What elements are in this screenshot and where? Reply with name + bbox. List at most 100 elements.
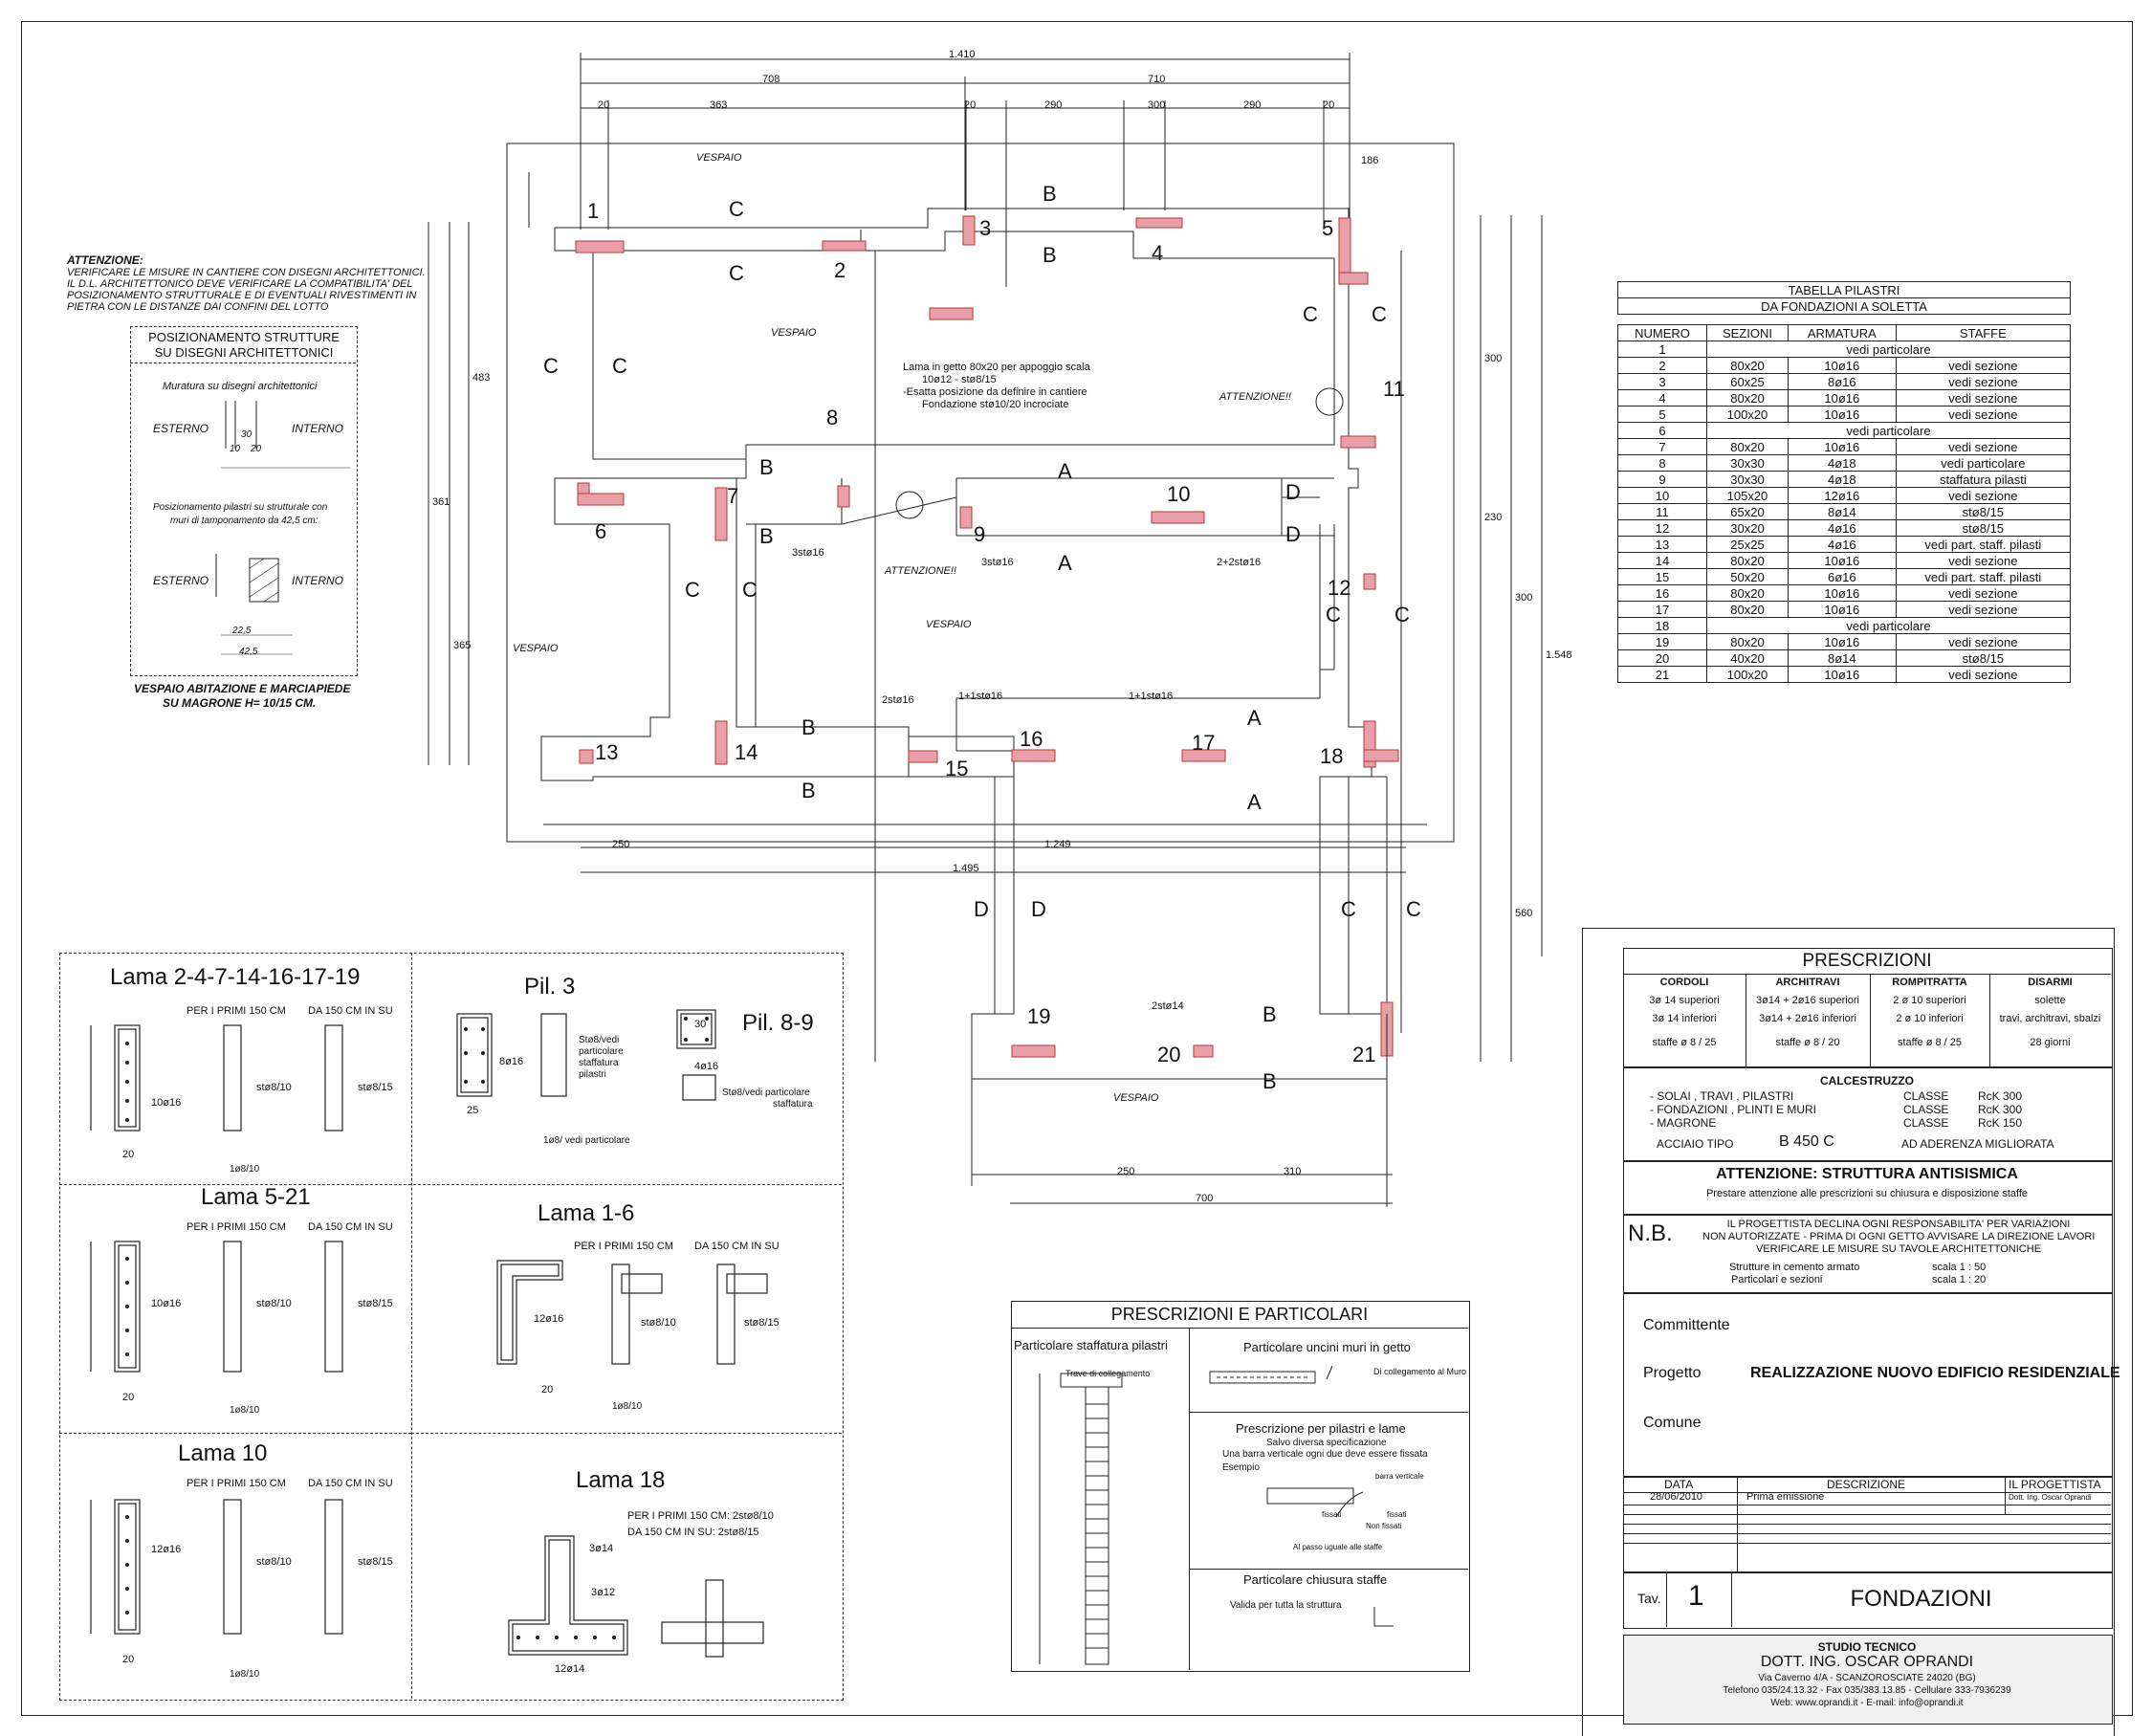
table-cell: vedi sezione xyxy=(1895,552,2072,569)
particulars-divider xyxy=(1189,1412,1468,1413)
prescrizioni-col-line: 2 ø 10 inferiori xyxy=(1896,1013,1964,1024)
antisismica-title: ATTENZIONE: STRUTTURA ANTISISMICA xyxy=(1716,1166,2018,1182)
pillar-number: 11 xyxy=(1383,377,1405,401)
cls-cell: RcK 300 xyxy=(1978,1089,2023,1103)
particular-note: Valida per tutta la struttura xyxy=(1230,1600,1342,1611)
vespaio-label: VESPAIO xyxy=(771,327,817,339)
pillar-number: 16 xyxy=(1020,727,1043,751)
table-cell: 80x20 xyxy=(1705,601,1789,618)
warning-line: PIETRA CON LE DISTANZE DAI CONFINI DEL L… xyxy=(67,301,329,313)
descr-value: Prima emissione xyxy=(1746,1491,1825,1503)
table-cell: 8ø14 xyxy=(1787,503,1897,520)
pillar-number: 1 xyxy=(587,199,600,223)
table-cell: 15 xyxy=(1617,568,1707,585)
pillar-number: 18 xyxy=(1320,744,1344,768)
sheet-border xyxy=(21,21,2133,1716)
esterno-label-2: ESTERNO xyxy=(153,574,209,587)
table-cell: vedi sezione xyxy=(1895,389,2072,407)
particular-note: Salvo diversa specificazione xyxy=(1266,1438,1387,1448)
table-cell: vedi sezione xyxy=(1895,487,2072,504)
table-cell: 10ø16 xyxy=(1787,357,1897,374)
dim-right: 300 xyxy=(1484,353,1503,364)
section-letter: C xyxy=(742,578,758,602)
dim-left: 361 xyxy=(432,496,450,508)
pillar-number: 10 xyxy=(1167,482,1191,506)
particular-note: Al passo uguale alle staffe xyxy=(1293,1543,1383,1551)
table-cell: vedi part. staff. pilasti xyxy=(1895,568,2072,585)
cls-cell: CLASSE xyxy=(1903,1089,1949,1103)
lama-note: 10ø12 - stø8/15 xyxy=(922,374,997,385)
pillar-number: 19 xyxy=(1027,1004,1051,1028)
table-cell: 65x20 xyxy=(1705,503,1789,520)
prog-value: Dott. Ing. Oscar Oprandi xyxy=(2009,1493,2092,1502)
prescrizioni-col-line: solette xyxy=(2034,995,2066,1006)
details-panel xyxy=(59,953,844,1701)
detail-st2: stø8/15 xyxy=(358,1298,393,1309)
table-cell: 100x20 xyxy=(1705,406,1789,423)
table-cell: 1 xyxy=(1617,341,1707,358)
revision-divider xyxy=(1623,1514,2111,1515)
particular-note: Esempio xyxy=(1222,1462,1260,1473)
table-cell: 17 xyxy=(1617,601,1707,618)
detail-st2: stø8/15 xyxy=(744,1317,780,1329)
detail-note: Stø8/vedi particolare xyxy=(722,1088,810,1098)
dim-total: 1.410 xyxy=(949,49,976,60)
nb-label: N.B. xyxy=(1628,1220,1673,1246)
detail-st2: stø8/15 xyxy=(358,1082,393,1093)
revision-divider xyxy=(1623,1524,2111,1525)
dim-lower: 250 xyxy=(1117,1166,1135,1177)
prescrizioni-col-divider xyxy=(1989,974,1990,1066)
positioning-title: POSIZIONAMENTO STRUTTURE xyxy=(148,330,340,344)
detail-note: pilastri xyxy=(579,1069,606,1080)
table-cell: 4ø16 xyxy=(1787,536,1897,553)
warning-line: POSIZIONAMENTO STRUTTURALE E DI EVENTUAL… xyxy=(67,290,417,301)
nb-box xyxy=(1623,1214,2113,1294)
pillar-number: 9 xyxy=(974,522,986,546)
vespaio-label: VESPAIO xyxy=(1113,1092,1159,1104)
pillar-number: 3 xyxy=(979,216,992,240)
table-cell: 80x20 xyxy=(1705,584,1789,602)
table-cell: 9 xyxy=(1617,471,1707,488)
project-box xyxy=(1623,1292,2113,1478)
table-cell: 30x20 xyxy=(1705,519,1789,537)
positioning-box xyxy=(130,326,358,676)
details-divider xyxy=(411,953,412,1699)
data-value: 28/06/2010 xyxy=(1650,1491,1703,1503)
tav-number: 1 xyxy=(1688,1580,1704,1612)
prescrizioni-col-line: 3ø14 + 2ø16 superiori xyxy=(1756,995,1859,1006)
dim-22: 22,5 xyxy=(232,626,252,636)
cls-title: CALCESTRUZZO xyxy=(1820,1074,1914,1088)
pillar-number: 12 xyxy=(1328,576,1351,600)
particular-label: Prescrizione per pilastri e lame xyxy=(1236,1421,1406,1436)
detail-dim: 20 xyxy=(541,1384,554,1395)
particular-note: fissati xyxy=(1387,1510,1407,1519)
studio-label: STUDIO TECNICO xyxy=(1817,1640,1917,1654)
pillar-number: 13 xyxy=(595,740,619,764)
prescrizioni-col-line: staffe ø 8 / 20 xyxy=(1775,1037,1840,1048)
studio-name: DOTT. ING. OSCAR OPRANDI xyxy=(1760,1654,1974,1670)
aderenza-label: AD ADERENZA MIGLIORATA xyxy=(1901,1137,2054,1151)
particular-label: Di collegamento al Muro xyxy=(1373,1367,1467,1376)
detail-title: Pil. 3 xyxy=(524,974,576,1000)
dim-seg: 300 xyxy=(1148,99,1166,111)
details-divider xyxy=(59,1184,842,1185)
table-cell: 10ø16 xyxy=(1787,601,1897,618)
table-cell: vedi sezione xyxy=(1895,406,2072,423)
warning-line: IL D.L. ARCHITETTONICO DEVE VERIFICARE L… xyxy=(67,278,413,290)
section-letter: A xyxy=(1058,551,1072,575)
detail-title: Pil. 8-9 xyxy=(742,1010,814,1036)
detail-st1: stø8/10 xyxy=(256,1082,292,1093)
detail-tie: 1ø8/10 xyxy=(230,1669,260,1680)
dim-seg: 20 xyxy=(598,99,610,111)
section-letter: B xyxy=(802,779,816,802)
cls-cell: - MAGRONE xyxy=(1650,1116,1717,1130)
